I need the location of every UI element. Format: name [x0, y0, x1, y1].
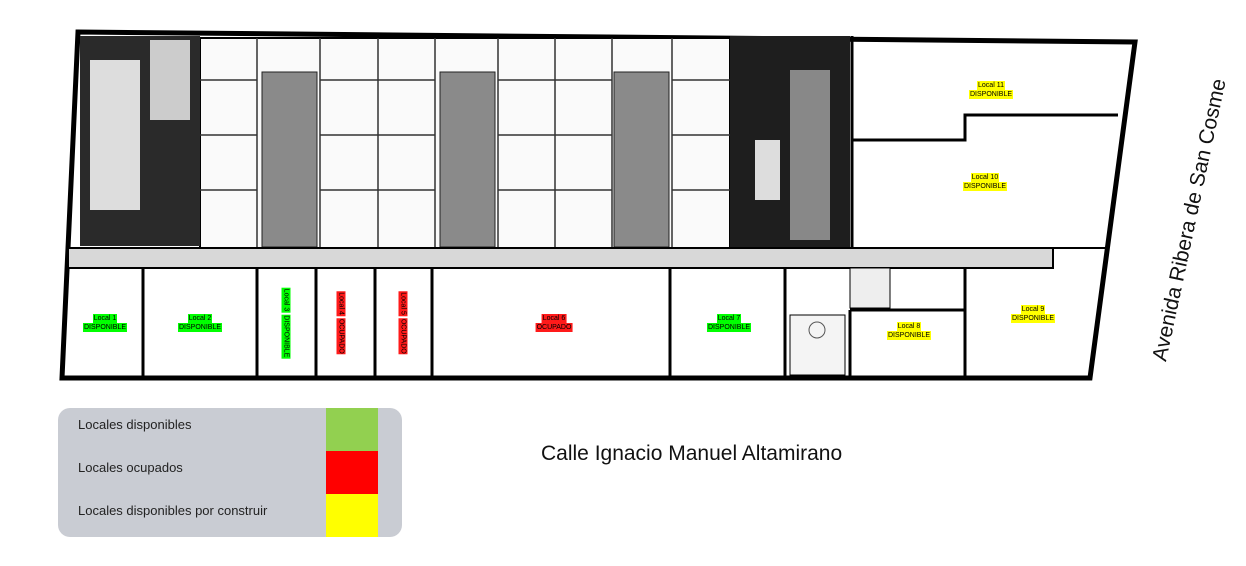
legend-swatch-green: [326, 408, 378, 451]
courtyard: [261, 71, 318, 248]
legend-swatch-yellow: [326, 494, 378, 537]
local-3-label[interactable]: Local 3DISPONIBLE: [281, 287, 291, 359]
legend-item-disponibles: Locales disponibles: [58, 408, 402, 451]
corridor: [67, 247, 1054, 269]
wall-local-10-11: [852, 113, 1118, 142]
stairs: [849, 267, 891, 309]
main-entrance: [789, 314, 846, 376]
courtyard: [613, 71, 670, 248]
local-5-label[interactable]: Local 5OCUPADO: [398, 291, 408, 355]
legend-swatch-red: [326, 451, 378, 494]
legend: Locales disponibles Locales ocupados Loc…: [58, 408, 402, 537]
legend-item-por-construir: Locales disponibles por construir: [58, 494, 402, 537]
street-label-bottom: Calle Ignacio Manuel Altamirano: [541, 442, 843, 465]
legend-item-ocupados: Locales ocupados: [58, 451, 402, 494]
local-4-label[interactable]: Local 4OCUPADO: [336, 291, 346, 355]
courtyard: [439, 71, 496, 248]
